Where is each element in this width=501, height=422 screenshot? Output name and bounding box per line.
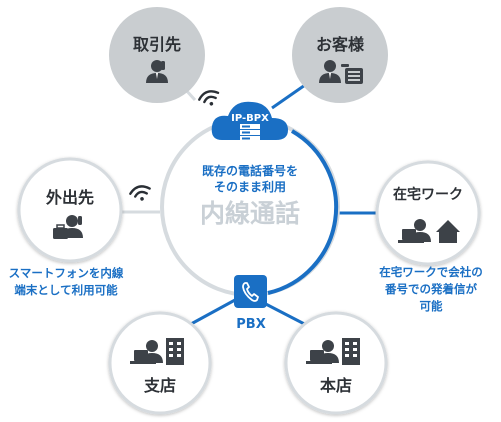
- home-note: 在宅ワークで会社の 番号での発着信が 可能: [379, 265, 483, 313]
- node-partner-circle: [109, 7, 205, 103]
- node-remote: 外出先: [17, 157, 123, 263]
- home-note-line2: 番号での発着信が: [384, 282, 477, 296]
- remote-note-line2: 端末として利用可能: [14, 283, 118, 297]
- node-customer-circle: [292, 7, 388, 103]
- node-remote-label: 外出先: [45, 188, 94, 207]
- remote-note: スマートフォンを内線 端末として利用可能: [9, 266, 124, 297]
- node-partner: 取引先: [109, 7, 205, 103]
- node-customer-label: お客様: [316, 35, 365, 54]
- home-note-line3: 可能: [420, 299, 443, 313]
- central-ring-accent: [267, 129, 339, 295]
- building-icon: [166, 338, 184, 365]
- person-laptop-icon: [306, 340, 339, 364]
- server-icon: [240, 124, 260, 141]
- node-headoffice-circle: [284, 311, 388, 415]
- remote-note-line1: スマートフォンを内線: [9, 266, 124, 280]
- node-headoffice: 本店: [284, 311, 388, 415]
- node-home-label: 在宅ワーク: [393, 186, 463, 203]
- cloud-ipbpx: IP-BPX: [211, 101, 288, 141]
- cloud-label: IP-BPX: [231, 113, 269, 124]
- wifi-icon: [129, 185, 151, 201]
- wifi-icon: [198, 90, 220, 106]
- pbx-box: PBX: [234, 275, 267, 332]
- person-phone-icon: [146, 60, 168, 83]
- node-remote-circle: [17, 157, 123, 263]
- person-briefcase-icon: [53, 215, 83, 239]
- home-note-line1: 在宅ワークで会社の: [379, 265, 483, 279]
- node-home-circle: [375, 160, 481, 266]
- node-headoffice-label: 本店: [320, 376, 352, 395]
- center-caption-line2: そのまま利用: [214, 179, 286, 194]
- person-icon: [319, 60, 341, 83]
- node-customer: お客様: [292, 7, 388, 103]
- pbx-label: PBX: [236, 317, 265, 332]
- center-big-text: 内線通話: [200, 199, 300, 228]
- building-icon: [342, 338, 360, 365]
- pbx-square: [234, 275, 267, 308]
- node-branch-circle: [108, 311, 212, 415]
- center-caption-line1: 既存の電話番号を: [202, 163, 298, 178]
- node-partner-label: 取引先: [133, 35, 181, 54]
- node-home: 在宅ワーク: [375, 160, 481, 266]
- central-hub: 内線通話 既存の電話番号を そのまま利用: [160, 117, 340, 297]
- phone-icon: [242, 282, 259, 302]
- node-branch-label: 支店: [143, 376, 176, 395]
- person-laptop-icon: [398, 219, 431, 243]
- node-branch: 支店: [108, 311, 212, 415]
- house-icon: [436, 220, 460, 243]
- desk-phone-icon: [341, 64, 363, 84]
- cloud-icon: [211, 101, 288, 140]
- person-laptop-icon: [130, 340, 163, 364]
